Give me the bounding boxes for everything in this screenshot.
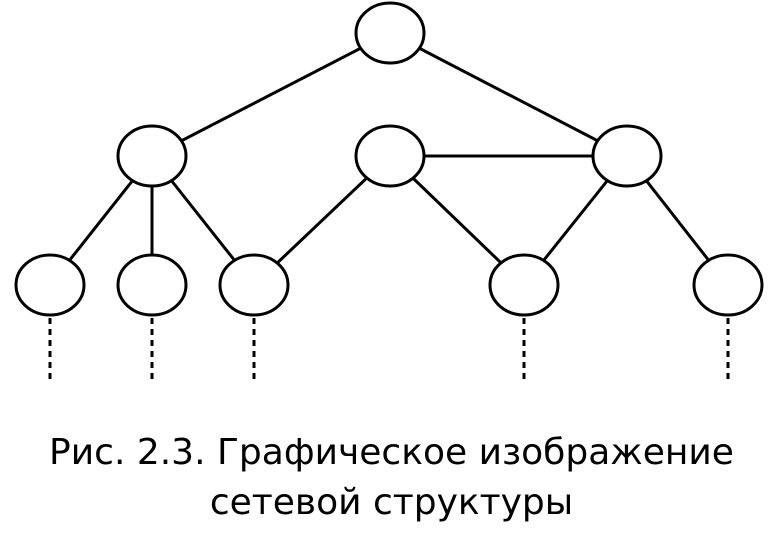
- node-l2c: [218, 253, 290, 317]
- node-l2e: [692, 253, 764, 317]
- node-l2a: [14, 253, 86, 317]
- caption-line-2: сетевой структуры: [209, 482, 574, 523]
- network-diagram: [14, 1, 764, 382]
- node-l1c: [591, 124, 663, 188]
- nodes-layer: [14, 1, 764, 317]
- node-l1a: [116, 124, 188, 188]
- figure-caption: Рис. 2.3. Графическое изображение сетево…: [0, 428, 783, 528]
- node-l2b: [116, 253, 188, 317]
- caption-line-1: Рис. 2.3. Графическое изображение: [49, 432, 734, 473]
- node-root: [354, 1, 426, 65]
- node-l2d: [488, 253, 560, 317]
- edge-root-l1a: [151, 31, 391, 158]
- edge-root-l1c: [389, 31, 628, 158]
- continuation-layer: [48, 318, 730, 382]
- node-l1b: [354, 124, 426, 188]
